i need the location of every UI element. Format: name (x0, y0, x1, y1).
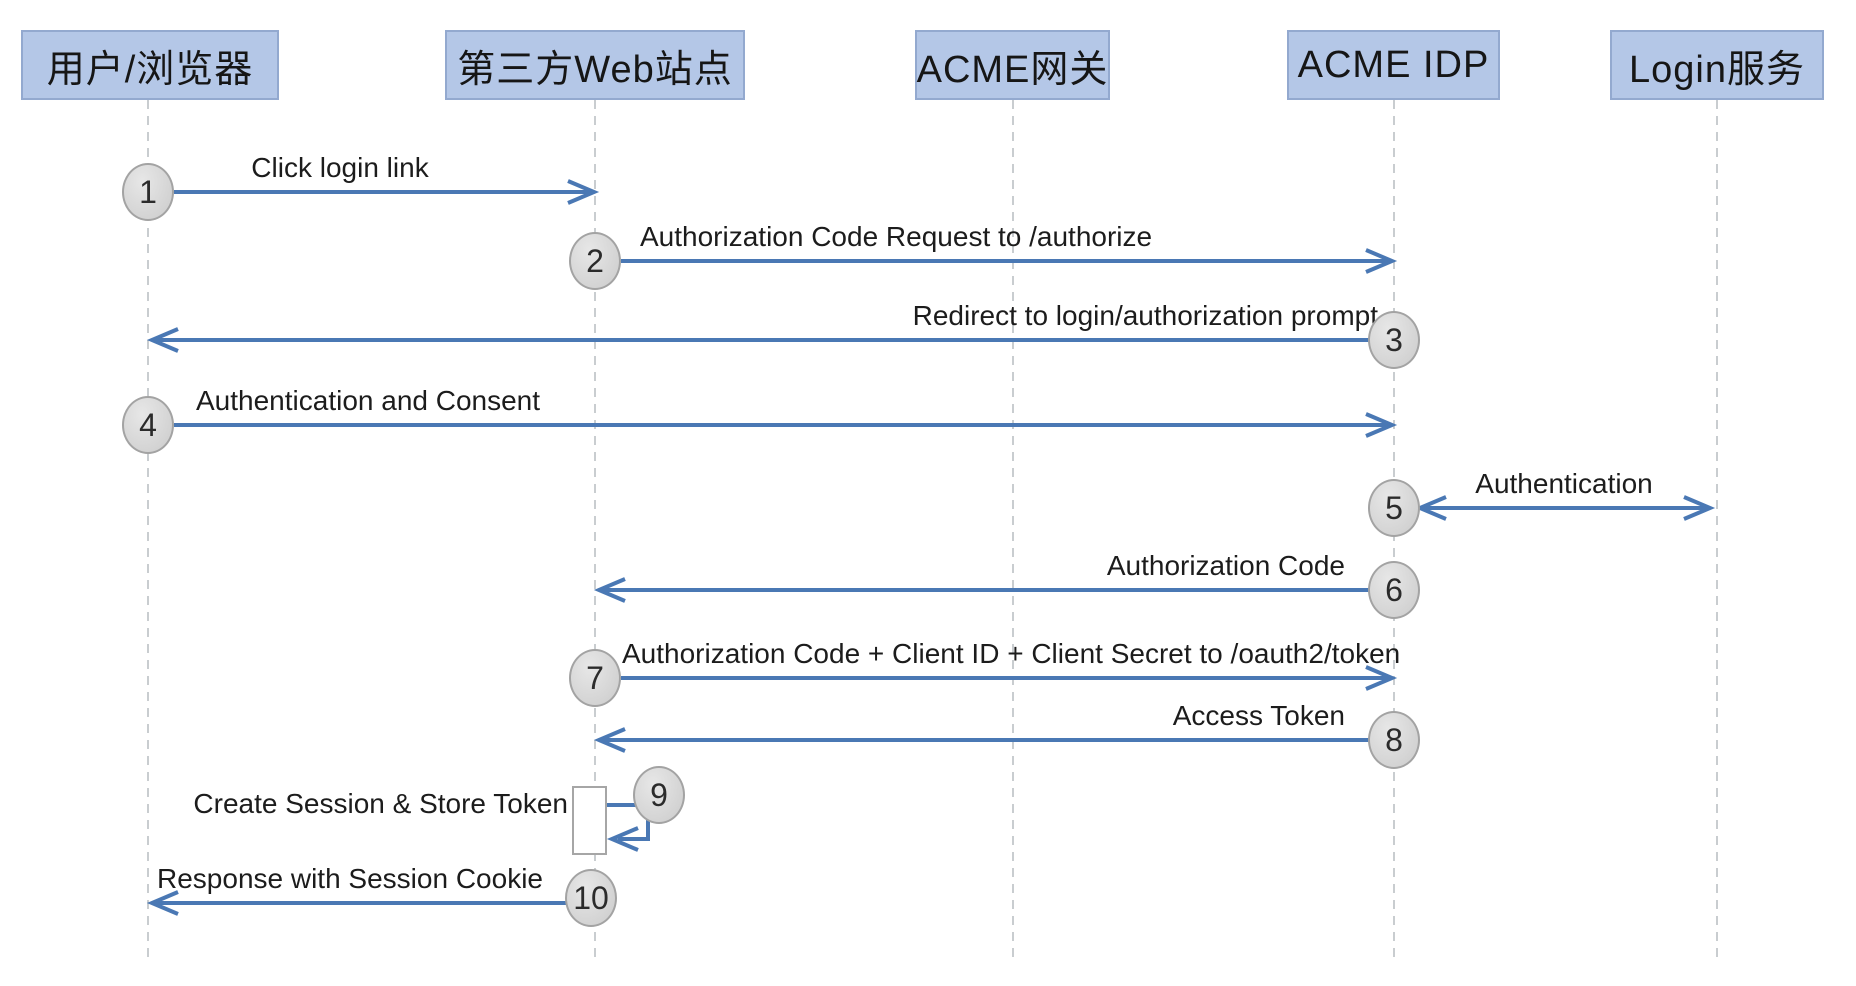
message-4-label: Authentication and Consent (196, 385, 541, 416)
step-circle-1: 1 (122, 163, 174, 221)
participant-label: Login服务 (1629, 48, 1805, 91)
message-8-arrowhead (593, 727, 626, 753)
participant-label: ACME IDP (1297, 43, 1490, 86)
message-2-arrowhead (1365, 248, 1398, 274)
participant-login-service: Login服务 (1610, 30, 1824, 100)
message-5-arrowhead-right (1683, 495, 1716, 521)
participant-user-browser: 用户/浏览器 (21, 30, 279, 100)
message-5-arrowhead-left (1414, 495, 1447, 521)
message-3-arrowhead (146, 327, 179, 353)
message-7-arrowhead (1365, 665, 1398, 691)
participant-acme-idp: ACME IDP (1287, 30, 1500, 100)
participant-label: 用户/浏览器 (46, 48, 254, 91)
message-10-arrowhead (146, 890, 179, 916)
activation-box (572, 786, 607, 855)
message-1-arrowhead (567, 179, 600, 205)
message-9-arrowhead (606, 826, 639, 852)
message-3-label: Redirect to login/authorization prompt (912, 300, 1378, 331)
step-circle-6: 6 (1368, 561, 1420, 619)
participant-label: ACME网关 (916, 48, 1109, 91)
message-5-label: Authentication (1475, 468, 1653, 499)
message-9-self-arrow (607, 803, 650, 841)
step-circle-2: 2 (569, 232, 621, 290)
message-1-label: Click login link (251, 152, 429, 183)
message-7-label: Authorization Code + Client ID + Client … (622, 638, 1401, 669)
message-arrows (146, 179, 1716, 916)
step-circle-10: 10 (565, 869, 617, 927)
participant-thirdparty-web: 第三方Web站点 (445, 30, 745, 100)
step-circle-8: 8 (1368, 711, 1420, 769)
step-circle-5: 5 (1368, 479, 1420, 537)
message-6-label: Authorization Code (1106, 550, 1345, 581)
message-10-label: Response with Session Cookie (157, 863, 543, 894)
message-2-label: Authorization Code Request to /authorize (640, 221, 1153, 252)
message-6-arrowhead (593, 577, 626, 603)
step-circle-3: 3 (1368, 311, 1420, 369)
step-circle-4: 4 (122, 396, 174, 454)
step-circle-7: 7 (569, 649, 621, 707)
message-8-label: Access Token (1172, 700, 1345, 731)
participant-acme-gateway: ACME网关 (915, 30, 1110, 100)
step-circle-9: 9 (633, 766, 685, 824)
participant-label: 第三方Web站点 (457, 48, 733, 91)
message-9-label: Create Session & Store Token (193, 788, 568, 819)
message-4-arrowhead (1365, 412, 1398, 438)
